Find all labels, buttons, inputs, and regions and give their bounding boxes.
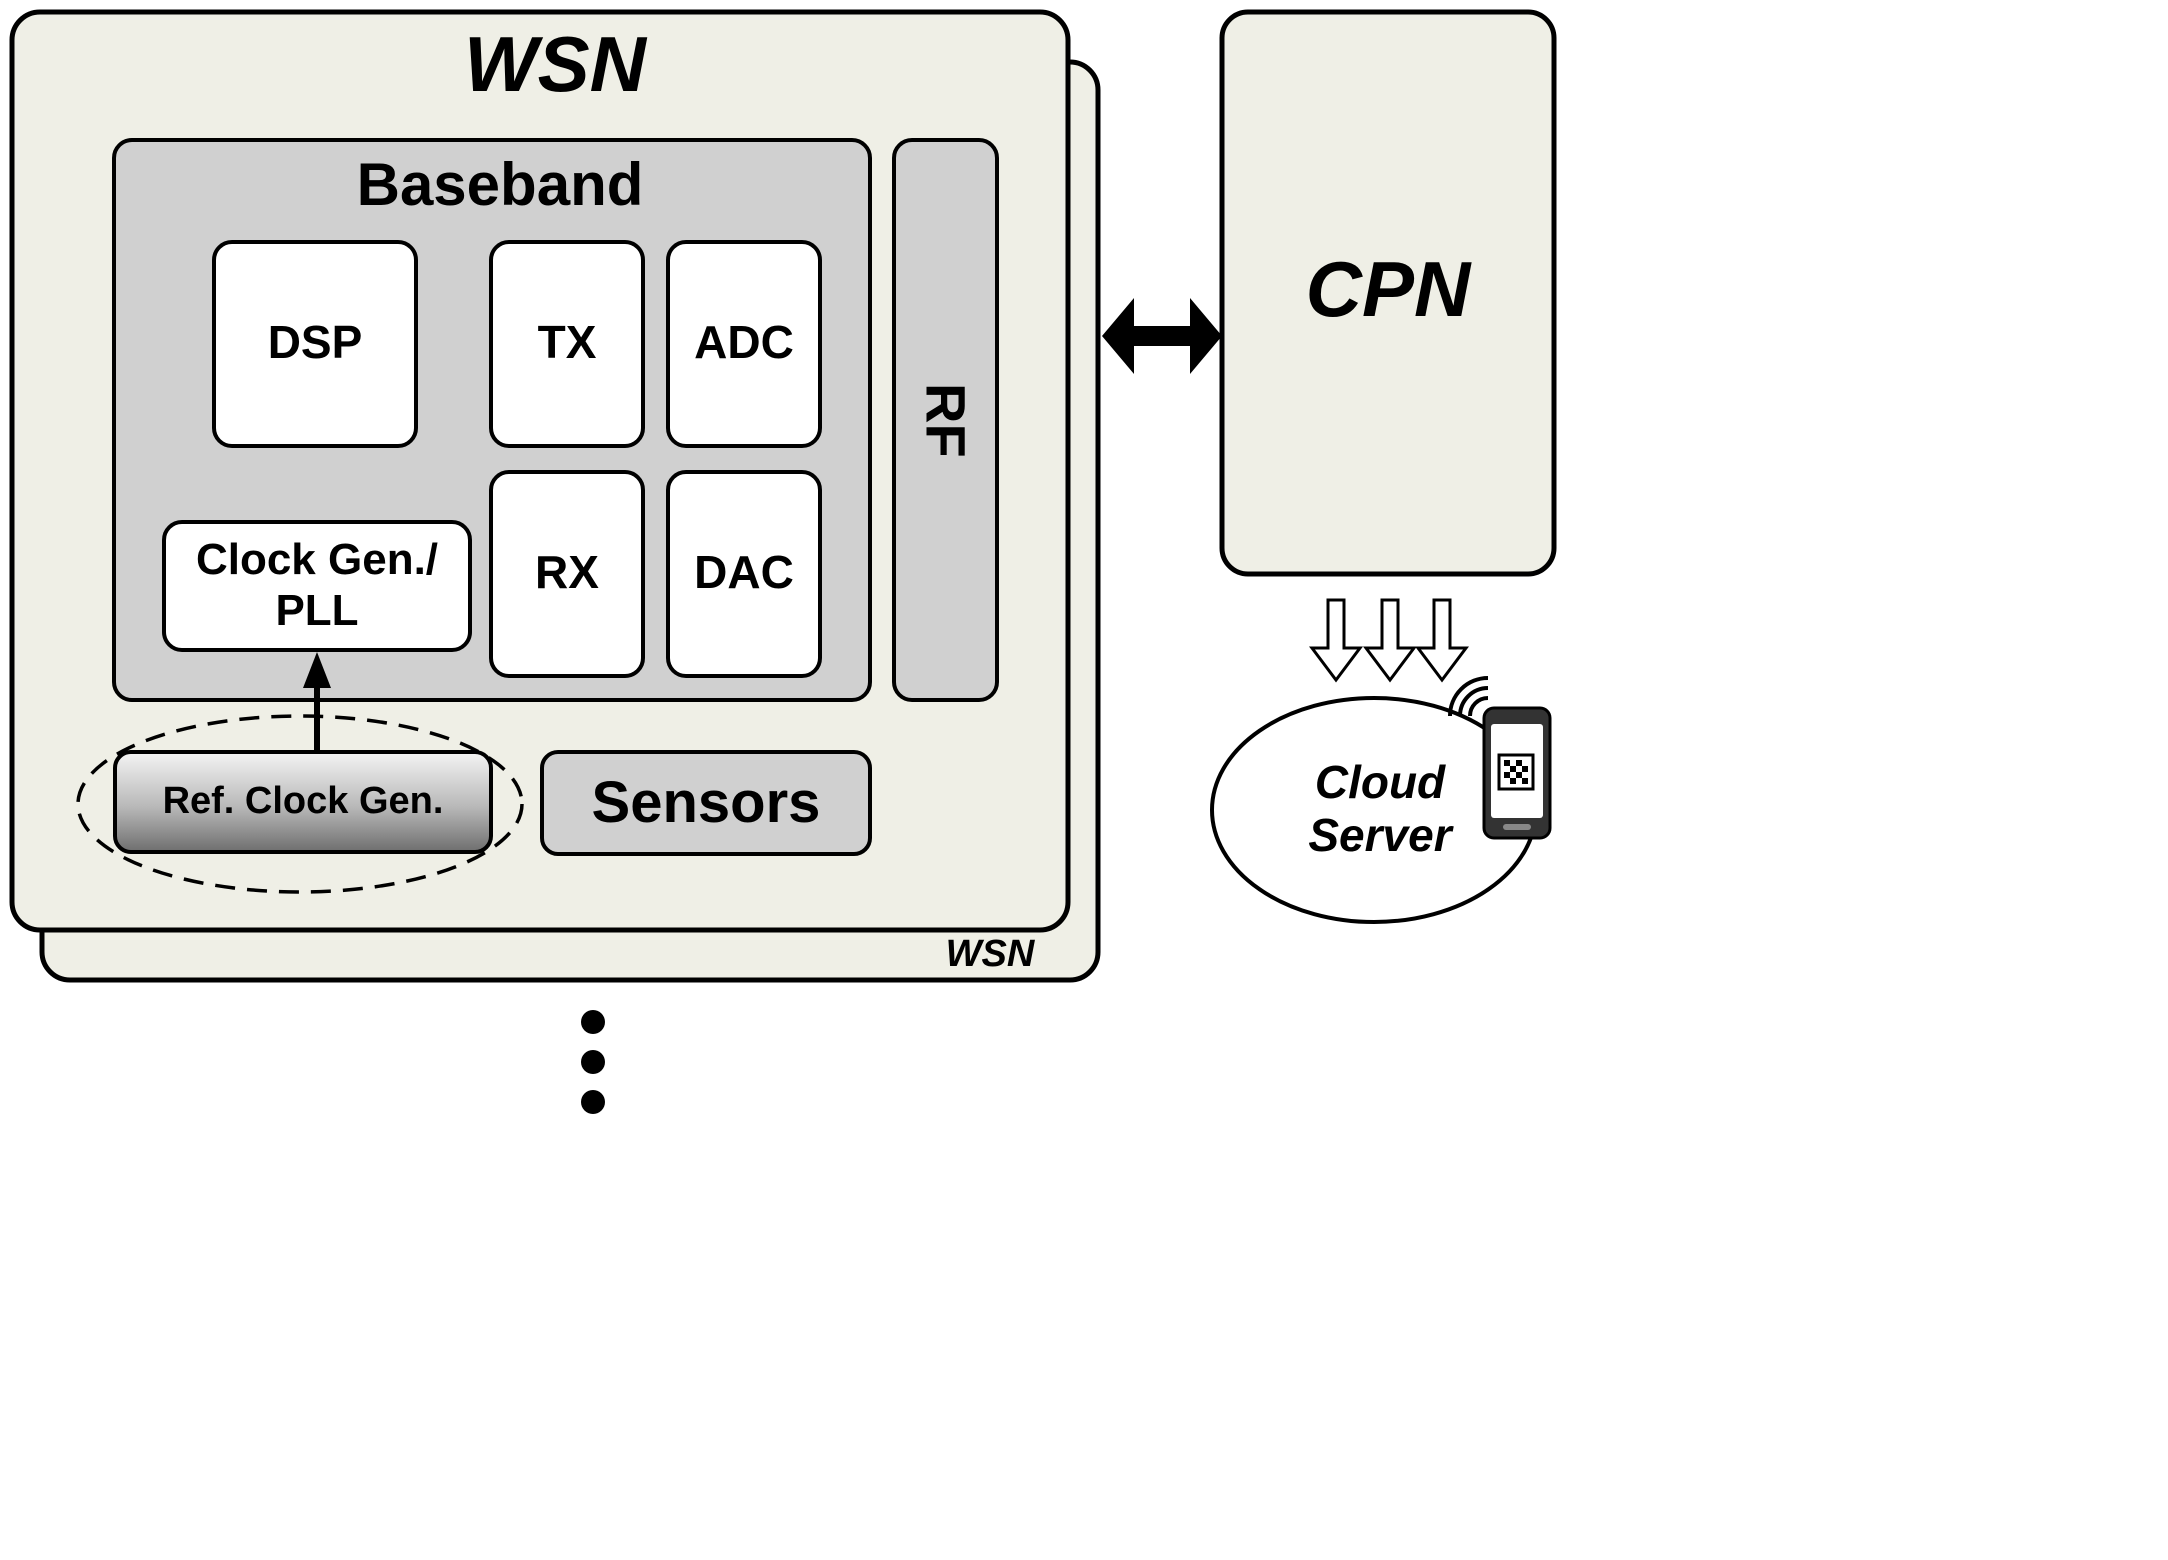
cpn-label: CPN [1305, 245, 1471, 334]
rf-panel [892, 138, 999, 702]
rx-block [489, 470, 645, 678]
ellipsis-vertical-icon [581, 1010, 605, 1114]
clock-gen-line1: Clock Gen./ [195, 535, 439, 585]
clock-gen-pll-label: Clock Gen./ PLL [164, 524, 470, 648]
ref-clock-gen-block [113, 750, 493, 854]
sensors-label: Sensors [591, 769, 821, 835]
rf-label: RF [914, 382, 978, 458]
down-arrow-icon [1309, 598, 1363, 683]
cloud-server-label: Cloud Server [1260, 746, 1500, 872]
qr-code-icon [1497, 753, 1535, 791]
cloud-line2: Server [1308, 809, 1452, 861]
dsp-block [212, 240, 418, 448]
sensors-block [540, 750, 872, 856]
dac-label: DAC [694, 545, 794, 598]
adc-block [666, 240, 822, 448]
wsn-back-label: WSN [945, 933, 1035, 976]
ref-clock-highlight-ellipse [76, 714, 524, 894]
rx-label: RX [535, 545, 599, 598]
tx-label: TX [537, 315, 597, 368]
cloud-line1: Cloud [1314, 756, 1446, 809]
bidirectional-arrow-icon [1102, 298, 1222, 374]
up-arrow-icon [303, 652, 331, 688]
diagram-canvas [9, 9, 1557, 1114]
clock-gen-pll-block [162, 520, 472, 652]
cpn-block [1219, 9, 1557, 577]
baseband-title: Baseband [356, 150, 644, 218]
down-arrow-icon [1415, 598, 1469, 683]
wireless-signal-icon [1448, 676, 1489, 717]
dac-block [666, 470, 822, 678]
ref-clock-gen-label: Ref. Clock Gen. [162, 780, 444, 823]
tx-block [489, 240, 645, 448]
adc-label: ADC [694, 315, 794, 368]
wsn-title: WSN [464, 20, 646, 109]
clock-gen-line2: PLL [275, 586, 359, 635]
dsp-label: DSP [267, 315, 363, 368]
down-arrow-icon [1363, 598, 1417, 683]
